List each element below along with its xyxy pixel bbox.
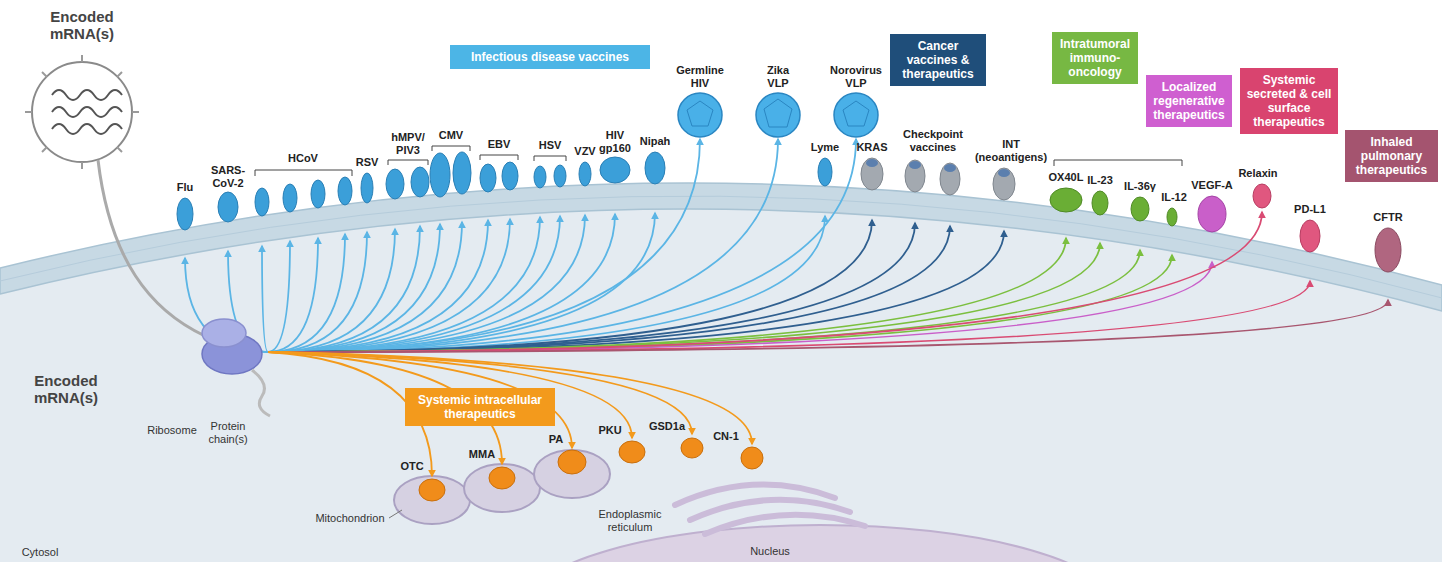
text-label: Relaxin <box>1238 167 1277 180</box>
text-label: IL-12 <box>1161 191 1187 204</box>
text-label: EBV <box>488 138 511 151</box>
text-label: Lyme <box>811 141 839 154</box>
category-box: Infectious disease vaccines <box>450 45 650 69</box>
text-label: Germline HIV <box>673 64 727 90</box>
category-box: Cancer vaccines & therapeutics <box>890 34 986 86</box>
text-label: Cytosol <box>22 546 59 559</box>
text-label: SARS-CoV-2 <box>207 164 249 190</box>
text-label: PA <box>549 433 563 446</box>
text-label: MMA <box>469 448 495 461</box>
category-box: Inhaled pulmonary therapeutics <box>1345 130 1438 182</box>
text-label: Nucleus <box>750 545 790 558</box>
category-title: Cancer vaccines & therapeutics <box>894 39 982 81</box>
category-box: Localized regenerative therapeutics <box>1146 75 1232 127</box>
text-label: INT (neoantigens) <box>971 138 1051 164</box>
text-label: PD-L1 <box>1294 203 1326 216</box>
category-title: Inhaled pulmonary therapeutics <box>1349 135 1434 177</box>
text-label: Encoded mRNA(s) <box>40 8 124 42</box>
text-label: CN-1 <box>713 430 739 443</box>
category-box: Systemic secreted & cell surface therape… <box>1240 68 1338 134</box>
text-label: RSV <box>356 156 379 169</box>
text-label: HCoV <box>288 152 318 165</box>
text-label: Zika VLP <box>760 64 796 90</box>
category-title: Systemic secreted & cell surface therape… <box>1244 73 1334 129</box>
text-label: Norovirus VLP <box>826 64 886 90</box>
category-title: Localized regenerative therapeutics <box>1150 80 1228 122</box>
category-box: Systemic intracellular therapeutics <box>405 388 555 426</box>
text-label: Mitochondrion <box>315 512 384 525</box>
text-label: Endoplasmic reticulum <box>594 508 666 534</box>
text-label: hMPV/ PIV3 <box>386 131 430 157</box>
text-label: VEGF-A <box>1191 179 1233 192</box>
text-label: GSD1a <box>649 420 685 433</box>
text-label: KRAS <box>856 141 887 154</box>
text-label: Nipah <box>640 135 671 148</box>
category-box: Intratumoral immuno-oncology <box>1052 32 1138 84</box>
text-label: Ribosome <box>147 424 197 437</box>
text-label: Flu <box>177 181 194 194</box>
text-label: VZV <box>574 145 595 158</box>
text-label: IL-36γ <box>1124 180 1156 193</box>
category-title: Infectious disease vaccines <box>454 50 646 64</box>
text-label: CFTR <box>1373 211 1402 224</box>
text-label: HIV gp160 <box>595 129 635 155</box>
text-label: Checkpoint vaccines <box>898 128 968 154</box>
text-label: Encoded mRNA(s) <box>24 372 108 406</box>
text-label: PKU <box>598 424 621 437</box>
text-label: OX40L <box>1049 171 1084 184</box>
category-title: Systemic intracellular therapeutics <box>409 393 551 421</box>
category-title: Intratumoral immuno-oncology <box>1056 37 1134 79</box>
text-label: Protein chain(s) <box>203 420 253 446</box>
text-label: OTC <box>400 460 423 473</box>
text-label: HSV <box>539 139 562 152</box>
text-label: CMV <box>439 129 463 142</box>
text-label: IL-23 <box>1087 174 1113 187</box>
